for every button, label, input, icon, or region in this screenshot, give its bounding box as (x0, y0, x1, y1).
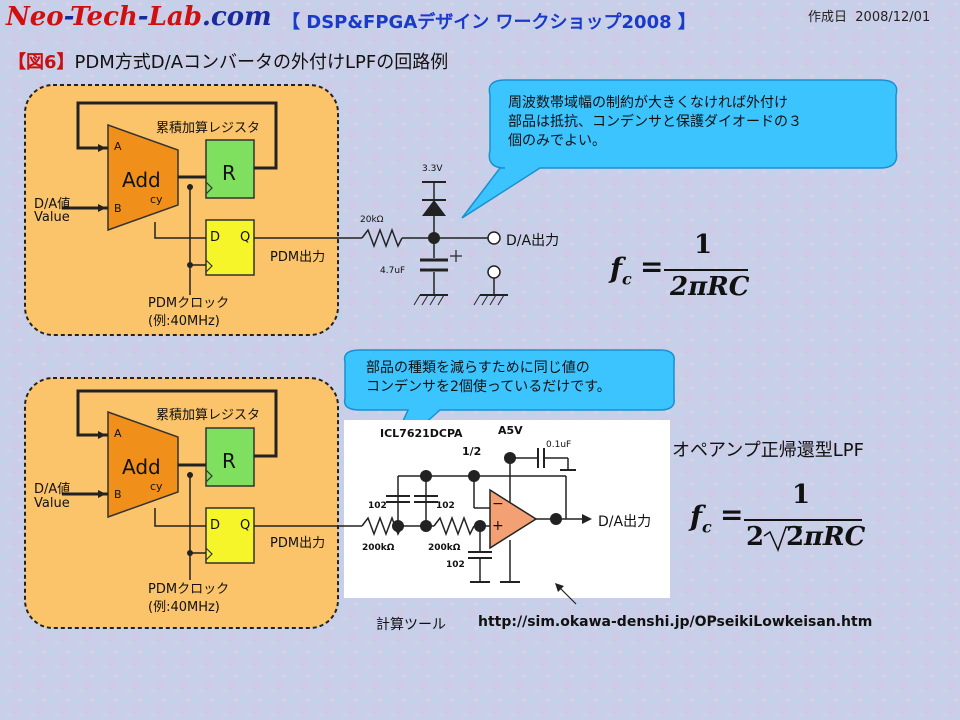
callout-bottom (343, 349, 675, 459)
callout-top-line: 部品は抵抗、コンデンサと保護ダイオードの３ (508, 114, 802, 130)
fpga-box-bottom (24, 377, 339, 629)
callout-top-line: 周波数帯域幅の制約が大きくなければ外付け (508, 95, 788, 111)
adder-label-top: Add (122, 168, 161, 192)
formula2-numerator: 1 (792, 480, 811, 510)
formula2-lhs: fc (690, 500, 712, 537)
cap-label-2: 102 (436, 501, 455, 511)
figure-title: 【図6】PDM方式D/Aコンバータの外付けLPFの回路例 (8, 48, 448, 74)
opamp-output-label: D/A出力 (598, 514, 652, 530)
adder-input-b-bottom: B (114, 488, 122, 501)
ff-q-top: Q (240, 230, 251, 245)
ff-d-bottom: D (210, 518, 221, 533)
clock-label-top-1: PDMクロック (148, 296, 230, 311)
cap-label-1: 102 (368, 501, 387, 511)
callout-top-text: 周波数帯域幅の制約が大きくなければ外付け 部品は抵抗、コンデンサと保護ダイオード… (508, 94, 802, 151)
formula2-sub: c (702, 517, 712, 537)
sqrt-symbol (763, 526, 802, 553)
part-half: 1/2 (462, 445, 482, 458)
resistor-label-2: 200kΩ (428, 543, 461, 553)
opamp-minus: − (492, 496, 504, 512)
figure-title-text: PDM方式D/Aコンバータの外付けLPFの回路例 (74, 52, 449, 73)
accumulator-label-bottom: 累積加算レジスタ (156, 408, 261, 423)
output-label-top: PDM出力 (270, 250, 326, 265)
feedback-wire-top (76, 101, 278, 170)
adder-top (107, 123, 179, 232)
ff-q-bottom: Q (240, 518, 251, 533)
brand-com: .com (201, 2, 272, 32)
clock-label-top-2: (例:40MHz) (148, 314, 220, 329)
adder-input-b-top: B (114, 202, 122, 215)
callout-bottom-line: コンデンサを2個使っているだけです。 (366, 379, 611, 395)
brand-logo: Neo-Tech-Lab.com (6, 2, 272, 32)
accumulator-label-top: 累積加算レジスタ (156, 121, 261, 136)
fpga-block-bottom (24, 377, 339, 629)
callout-top (461, 79, 898, 219)
formula1-eq: = (640, 250, 664, 283)
cap-label-3: 102 (446, 560, 465, 570)
output-label-bottom: PDM出力 (270, 536, 326, 551)
register-label-top: R (222, 161, 236, 185)
carry-label-top: cy (150, 193, 163, 206)
brand-lab: Lab (148, 2, 202, 32)
fpga-block-top (24, 84, 339, 336)
opamp-plus: + (492, 518, 504, 534)
callout-bottom-line: 部品の種類を減らすために同じ値の (366, 360, 590, 376)
formula2-den-pre: 2 (746, 522, 765, 552)
clock-label-bottom-1: PDMクロック (148, 582, 230, 597)
brand-tech: Tech (70, 2, 138, 32)
capacitor-label: 4.7uF (380, 266, 406, 276)
adder-input-a-bottom: A (114, 427, 122, 440)
date-label: 作成日 (808, 10, 848, 25)
adder-input-a-top: A (114, 140, 122, 153)
formula2-eq: = (720, 498, 744, 531)
rc-output-label: D/A出力 (506, 233, 560, 249)
formula2-den-post: πRC (804, 522, 866, 552)
formula2-den-root: 2 (786, 522, 805, 552)
formula1-lhs: fc (610, 252, 632, 289)
ff-d-top: D (210, 230, 221, 245)
flipflop-top (205, 219, 255, 276)
tool-label: 計算ツール (376, 617, 446, 633)
resistor-symbol (361, 227, 403, 249)
workshop-title: 【 DSP&FPGAデザイン ワークショップ2008 】 (282, 12, 696, 33)
callout-bottom-text: 部品の種類を減らすために同じ値の コンデンサを2個使っているだけです。 (366, 359, 611, 397)
vcc-label: 3.3V (422, 164, 443, 174)
diode-symbol (422, 200, 446, 216)
input-label-top-1: D/A値 (34, 197, 71, 212)
output-terminal (487, 231, 501, 245)
date-value: 2008/12/01 (855, 10, 931, 25)
opamp-lpf-title: オペアンプ正帰還型LPF (672, 440, 864, 461)
formula1-numerator: 1 (694, 230, 713, 260)
opamp-circuit (254, 420, 670, 605)
register-label-bottom: R (222, 449, 236, 473)
resistor-label-1: 200kΩ (362, 543, 395, 553)
formula1-sub: c (622, 269, 632, 289)
part-number: ICL7621DCPA (380, 427, 463, 440)
bypass-cap-label: 0.1uF (546, 440, 572, 450)
formula1-f: f (610, 252, 623, 285)
formula2-f: f (690, 500, 703, 533)
callout-top-line: 個のみでよい。 (508, 133, 606, 149)
adder-label-bottom: Add (122, 455, 161, 479)
tool-url-link[interactable]: http://sim.okawa-denshi.jp/OPseikiLowkei… (478, 614, 873, 630)
formula1-denominator: 2πRC (670, 272, 750, 302)
input-label-bottom-2: Value (34, 496, 70, 511)
figure-tag: 【図6】 (8, 52, 75, 73)
date-stamp: 作成日 2008/12/01 (808, 6, 930, 25)
brand-neo: Neo (6, 2, 64, 32)
carry-label-bottom: cy (150, 480, 163, 493)
opamp-vcc: A5V (498, 424, 523, 437)
rc-circuit (254, 181, 508, 306)
resistor-label: 20kΩ (360, 215, 384, 225)
flipflop-bottom (205, 507, 255, 564)
register-bottom (205, 427, 255, 487)
input-label-bottom-1: D/A値 (34, 482, 71, 497)
adder-bottom (107, 410, 179, 519)
opamp-symbol (489, 488, 538, 550)
clock-label-bottom-2: (例:40MHz) (148, 600, 220, 615)
input-label-top-2: Value (34, 210, 70, 225)
